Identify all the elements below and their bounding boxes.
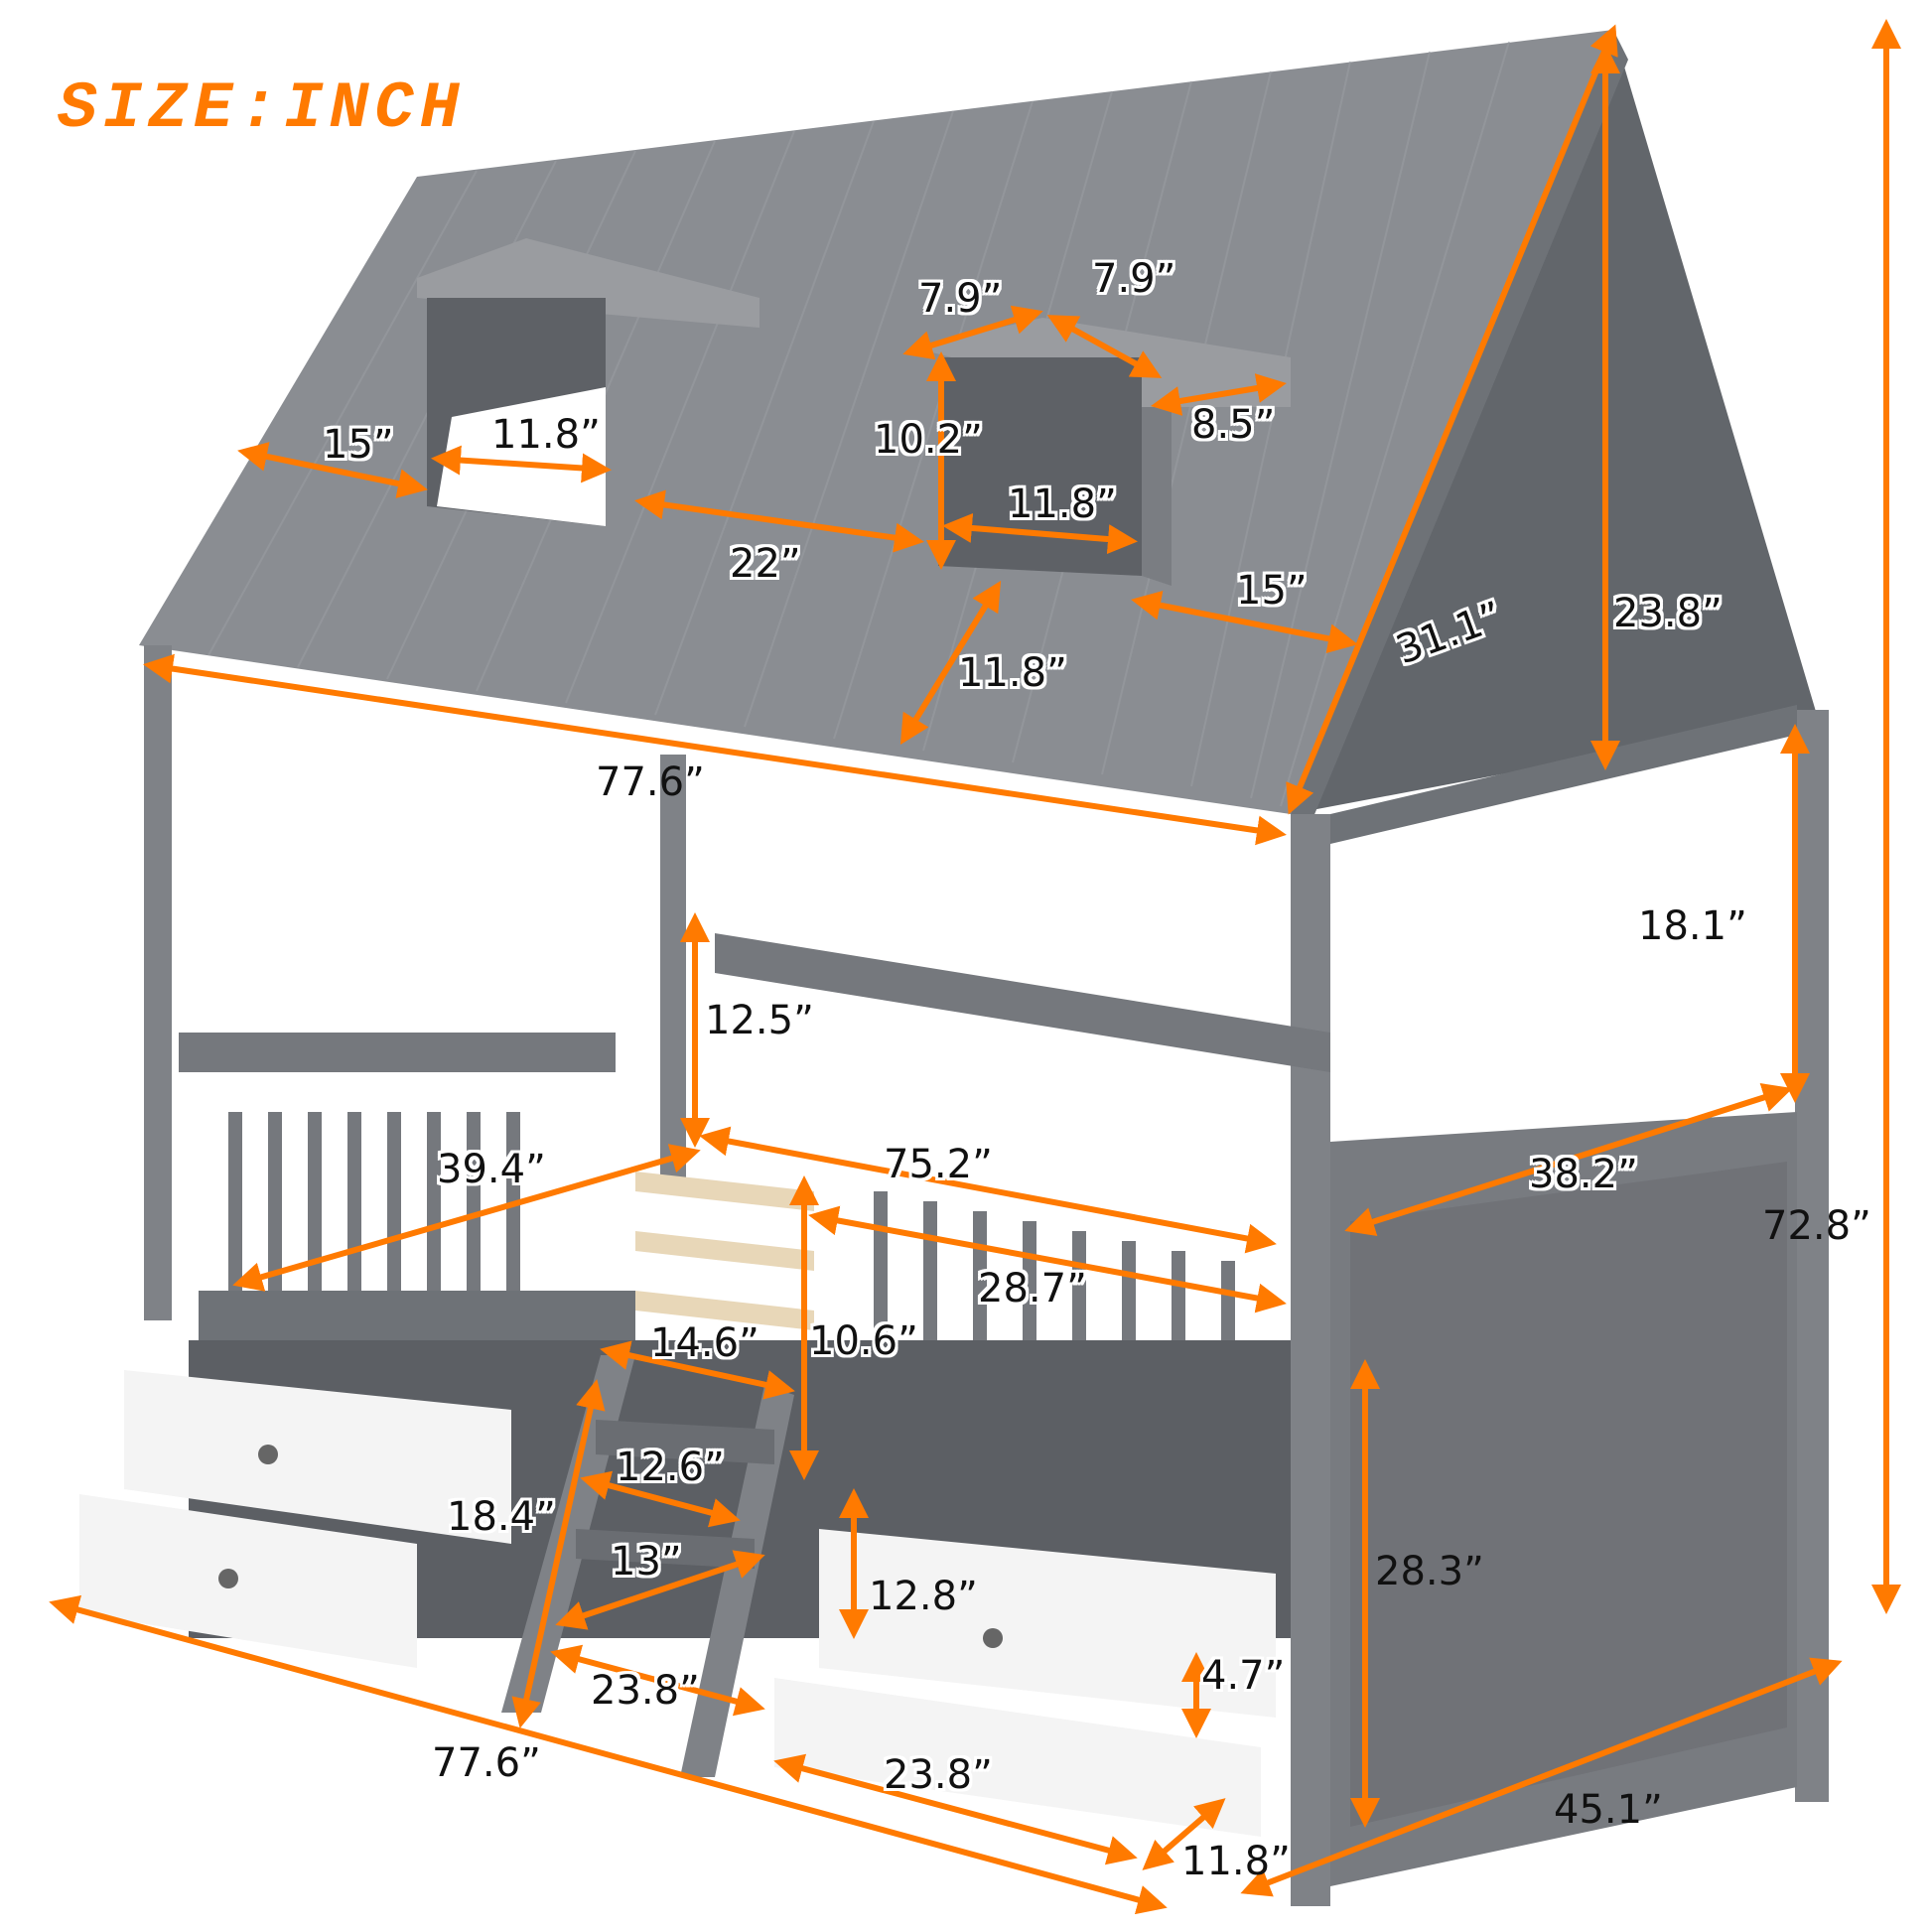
dim-ladder-base: 23.8” [591,1668,700,1714]
dim-dormer-gap: 22” [730,541,801,587]
dim-roof-length: 77.6” [596,759,705,805]
dimension-arrows [49,18,1901,1915]
dim-ladder-bottom: 13” [611,1539,682,1585]
dim-drawer-clearance: 12.8” [869,1574,978,1619]
dim-headboard-width: 38.2” [1529,1152,1638,1197]
dim-overall-width: 45.1” [1554,1787,1663,1833]
dim-gable-height: 23.8” [1613,591,1723,636]
dim-dormer2-roof-right: 7.9” [1092,256,1176,302]
size-unit-title: SIZE:INCH [58,71,466,146]
dim-ladder-height: 18.4” [447,1494,556,1540]
dim-overall-length: 77.6” [432,1740,541,1786]
dim-rail-gap: 10.6” [809,1318,918,1364]
dim-right-rail: 28.7” [978,1266,1087,1311]
dim-ladder-step: 12.6” [616,1445,725,1490]
dim-post-height: 18.1” [1638,903,1747,949]
dim-side-height: 28.3” [1375,1549,1484,1594]
dim-left-rail: 39.4” [437,1147,546,1192]
dim-drawer-width: 23.8” [884,1752,993,1798]
dim-dormer2-window: 11.8” [1008,482,1117,527]
dim-dormer-to-eave: 11.8” [958,650,1067,696]
dim-total-height: 72.8” [1762,1203,1871,1249]
dim-dormer-depth: 8.5” [1191,402,1276,448]
dim-ladder-top-width: 14.6” [650,1320,759,1366]
dim-dormer-height: 10.2” [874,417,983,463]
dim-dormer1-window: 11.8” [491,412,601,458]
dim-inner-length: 75.2” [884,1142,993,1187]
dim-dormer2-roof-left: 7.9” [918,276,1003,322]
dim-guard-rail-height: 12.5” [705,998,814,1043]
dim-drawer-depth: 11.8” [1181,1839,1291,1884]
dim-drawer-front-height: 4.7” [1201,1653,1286,1699]
dim-roof-left-margin: 15” [323,422,394,468]
dim-roof-right-margin: 15” [1236,568,1308,614]
